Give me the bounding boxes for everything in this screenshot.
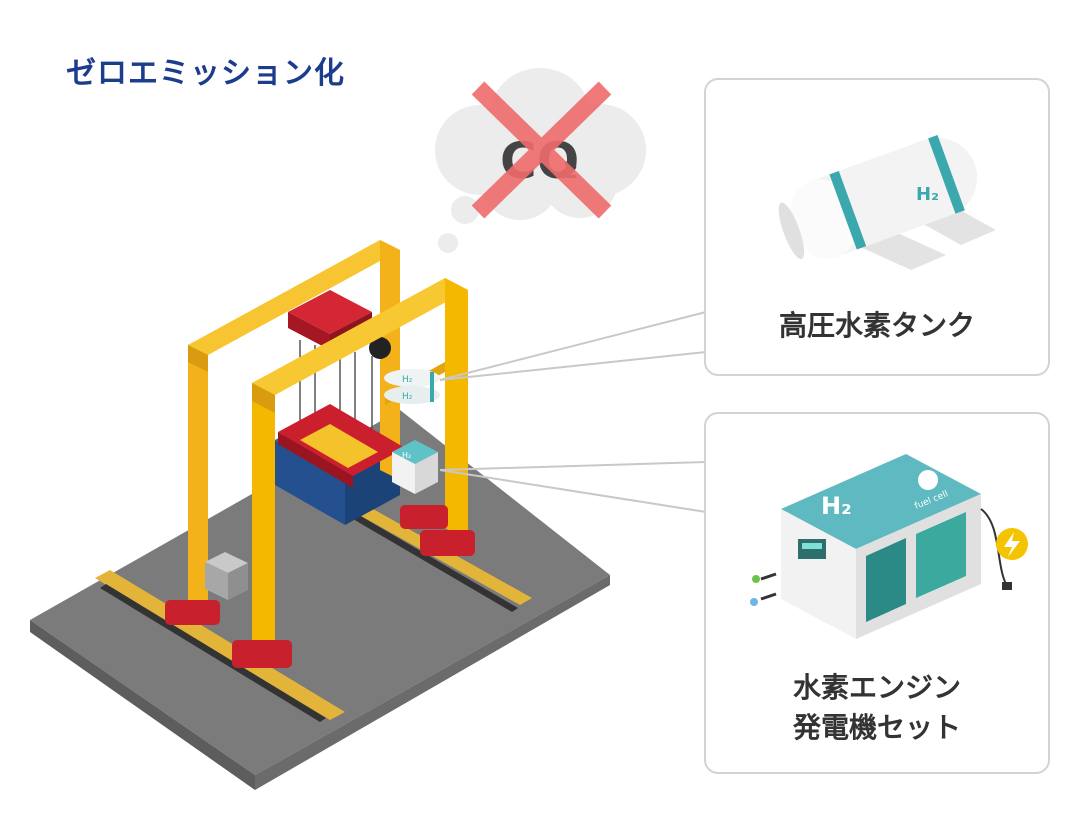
water-drop-icon: [750, 598, 758, 606]
transformer-side: [228, 563, 248, 600]
back-frame-left-leg: [188, 335, 208, 610]
cross-icon: [471, 81, 612, 219]
back-frame-beam-front: [188, 345, 208, 372]
leader-lines: [439, 311, 707, 513]
front-frame-beam-front: [252, 383, 275, 413]
front-frame-right-leg: [445, 278, 468, 540]
crane-tank-label-1: H₂: [402, 375, 413, 385]
track-stripe-left: [95, 570, 345, 720]
trolley-winch: [369, 337, 391, 359]
fuel-cell-generator-icon: H₂ fuel cell: [750, 454, 1028, 639]
transformer-top: [205, 552, 248, 573]
hydrogen-engine-label-line1: 水素エンジン: [792, 671, 961, 704]
spreader-yellow: [300, 424, 378, 468]
check-icon: [752, 575, 760, 583]
hydrogen-engine-card: H₂ fuel cell 水素エンジン 発電機セット: [704, 412, 1050, 774]
crane-hydrogen-tanks: H₂ H₂: [384, 369, 440, 404]
spreader-front: [278, 432, 353, 488]
back-frame-right-leg: [380, 240, 400, 480]
container-front: [275, 440, 345, 525]
front-frame-left-leg: [252, 372, 275, 670]
tank-h2-label: H₂: [916, 184, 939, 205]
crane-fuel-cell-box: H₂: [392, 440, 438, 494]
transformer-front: [205, 562, 228, 600]
crane-box-label: H₂: [402, 451, 411, 460]
ground-edge-right: [255, 575, 610, 790]
wheel-bogies: [165, 505, 475, 668]
hydrogen-engine-label-line2: 発電機セット: [792, 711, 961, 744]
track-rail-left: [100, 584, 326, 722]
page-title: ゼロエミッション化: [66, 56, 345, 91]
hydrogen-tank-icon: H₂: [778, 135, 996, 270]
back-frame-beam: [188, 240, 400, 355]
trolley-front: [288, 312, 330, 350]
hydrogen-engine-label: 水素エンジン 発電機セット: [706, 668, 1048, 748]
engine-h2-label: H₂: [821, 492, 852, 520]
front-frame-beam: [252, 278, 468, 395]
crane-tank-label-2: H₂: [402, 392, 413, 402]
hydrogen-tank-label: 高圧水素タンク: [778, 309, 975, 342]
hydrogen-tank-card: H₂ 高圧水素タンク: [704, 78, 1050, 376]
ground-edge: [30, 620, 255, 790]
